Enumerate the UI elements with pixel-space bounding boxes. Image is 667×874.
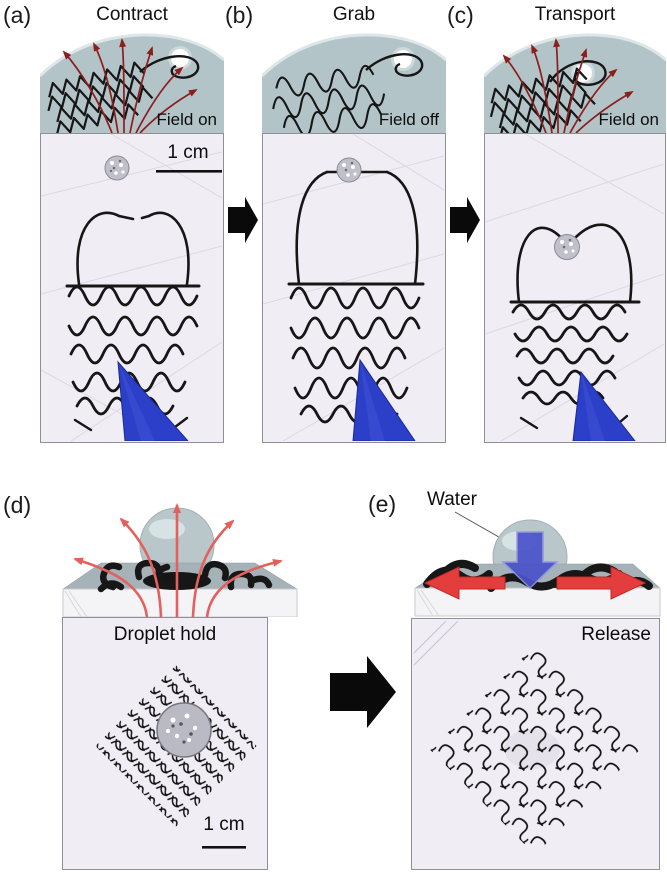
platform-corner-lines xyxy=(416,589,440,617)
release-caption: Release xyxy=(581,624,651,645)
photo-grab xyxy=(262,133,446,443)
platform-front xyxy=(62,588,298,617)
water-down-arrow xyxy=(501,531,559,590)
scale-bar-line xyxy=(156,170,222,173)
panel-d-label: (d) xyxy=(3,492,32,518)
photo-contract: 1 cm xyxy=(40,133,224,443)
schematic-grab: Field off xyxy=(262,30,446,133)
field-arrows xyxy=(502,38,634,133)
schematic-contract: Field on xyxy=(40,30,224,133)
foil-ball xyxy=(554,234,580,260)
gripper-wire xyxy=(65,211,201,432)
held-droplet-ball xyxy=(156,702,212,758)
photo-transport xyxy=(484,133,666,443)
schematic-grab-drawing xyxy=(262,33,446,133)
photo-contract-drawing xyxy=(41,134,222,441)
dish-rim xyxy=(484,33,666,78)
schematic-release xyxy=(414,511,661,617)
scale-bar-label-a: 1 cm xyxy=(167,142,209,163)
dish-rim xyxy=(262,33,446,78)
photo-droplet-hold: Droplet hold 1 cm xyxy=(62,617,268,870)
gripper-hook xyxy=(549,60,607,86)
droplet-highlight xyxy=(149,519,185,539)
foil-ball xyxy=(104,155,130,181)
schematic-transport: Field on xyxy=(484,30,666,133)
step-arrow-a-to-b xyxy=(228,197,258,243)
gripper-wire xyxy=(509,223,641,430)
tweezers xyxy=(352,358,416,441)
panel-a-label: (a) xyxy=(3,2,32,28)
scale-bar-line xyxy=(202,846,246,849)
photo-grab-drawing xyxy=(263,134,444,441)
panel-c-label: (c) xyxy=(447,2,474,28)
target-ball-icon xyxy=(574,64,592,82)
gripper-hook xyxy=(139,55,200,79)
coil-mesh-contracted xyxy=(489,67,596,133)
step-arrow-d-to-e xyxy=(330,656,396,728)
tweezers xyxy=(572,370,636,441)
panel-b-title: Grab xyxy=(332,4,376,25)
photo-release-drawing xyxy=(413,620,640,855)
panel-c-title: Transport xyxy=(534,4,616,25)
photo-transport-drawing xyxy=(485,134,664,441)
schematic-droplet-hold xyxy=(62,503,298,617)
gripper-wire xyxy=(287,170,425,424)
coil-mesh-relaxed xyxy=(272,64,386,133)
mesh-lattice-expanded xyxy=(430,645,640,855)
schematic-transport-drawing xyxy=(484,33,666,133)
release-arrow-right xyxy=(556,566,647,600)
photo-release: Release xyxy=(411,618,660,870)
gripper-hook xyxy=(365,53,424,77)
panel-b-label: (b) xyxy=(225,2,254,28)
target-ball-icon xyxy=(171,49,189,67)
release-arrow-left xyxy=(423,566,506,600)
scale-bar-label-d: 1 cm xyxy=(203,814,245,835)
tweezers xyxy=(117,360,189,441)
field-state-a: Field on xyxy=(156,110,217,129)
step-arrow-b-to-c xyxy=(450,197,480,243)
platform-corner-lines xyxy=(64,590,88,617)
field-arrows xyxy=(62,38,198,133)
tissue-creases xyxy=(485,134,664,441)
panel-a-title: Contract xyxy=(96,4,168,25)
field-state-b: Field off xyxy=(378,110,439,129)
droplet-hold-caption: Droplet hold xyxy=(113,624,217,645)
hold-field-arrows xyxy=(73,503,283,617)
foil-ball xyxy=(336,157,362,183)
panel-e-label: (e) xyxy=(368,491,397,517)
schematic-contract-drawing xyxy=(40,33,224,133)
field-state-c: Field on xyxy=(598,110,659,129)
photo-droplet-hold-drawing xyxy=(95,665,257,849)
water-annotation: Water xyxy=(427,489,477,510)
dish-edge-lines xyxy=(413,620,459,666)
